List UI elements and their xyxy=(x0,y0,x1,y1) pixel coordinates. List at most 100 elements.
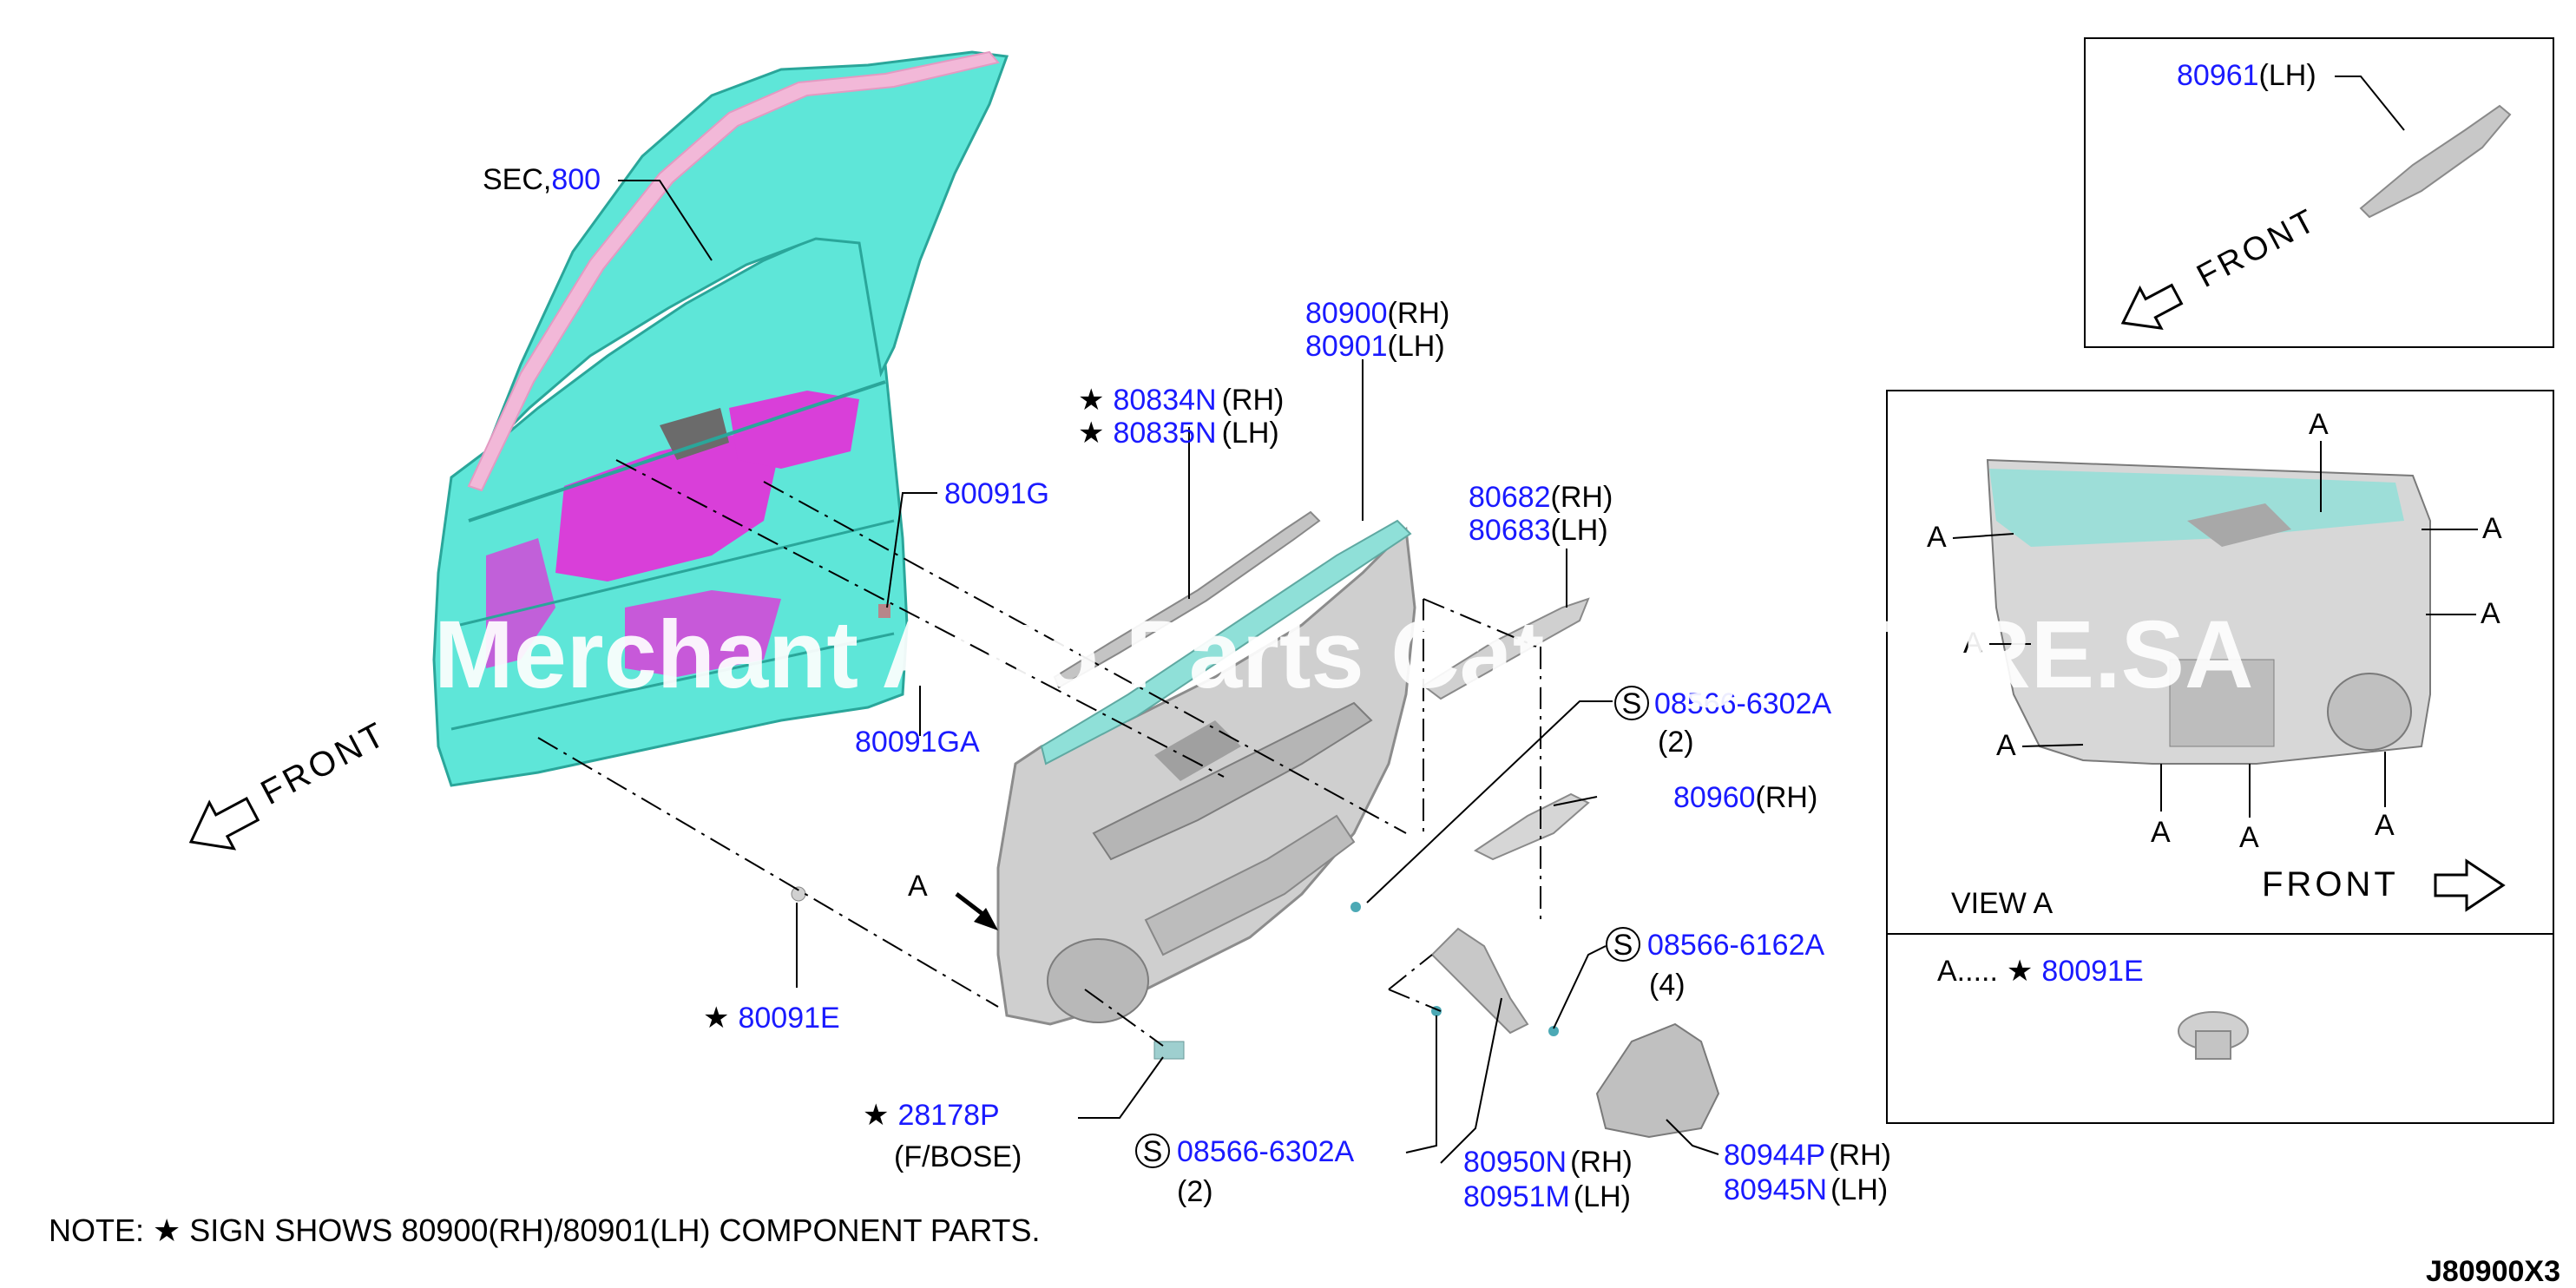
note-text: NOTE: ★ SIGN SHOWS 80900(RH)/80901(LH) C… xyxy=(49,1212,1041,1248)
view-a-markers: A A A A A A A A A xyxy=(1927,408,2502,854)
side-lh: (LH) xyxy=(1830,1173,1888,1206)
label-08566-6162A: 08566-6162A xyxy=(1647,929,1825,962)
label-80682: 80682(RH) xyxy=(1469,481,1613,514)
service-symbol-icon xyxy=(1606,927,1640,962)
part-80835N-link[interactable]: 80835N xyxy=(1113,417,1216,450)
front-arrow-main-icon xyxy=(188,797,260,851)
side-rh: (RH) xyxy=(1829,1139,1891,1172)
qty-08566-6302A-bottom: (2) xyxy=(1177,1175,1213,1208)
part-80944P-link[interactable]: 80944P xyxy=(1724,1139,1825,1172)
part-80091G-link[interactable]: 80091G xyxy=(944,477,1049,510)
front-arrow-inset-icon xyxy=(2120,283,2184,330)
label-28178P: ★28178P xyxy=(863,1099,1000,1132)
side-lh: (LH) xyxy=(1574,1180,1631,1213)
a-marker: A xyxy=(2375,809,2395,842)
part-80961-link[interactable]: 80961 xyxy=(2177,59,2259,92)
part-80683-link[interactable]: 80683 xyxy=(1469,514,1551,547)
view-a-shelf-shape xyxy=(1989,469,2404,547)
label-80091GA: 80091GA xyxy=(855,726,980,759)
side-lh: (LH) xyxy=(1222,417,1279,450)
view-a-box: A A A A A A A A A VIEW A FRONT A.....★80 xyxy=(1886,390,2554,1124)
part-80901-link[interactable]: 80901 xyxy=(1305,330,1388,363)
part-28178P-link[interactable]: 28178P xyxy=(897,1099,999,1132)
part-80960-link[interactable]: 80960 xyxy=(1673,781,1756,814)
leader-lines xyxy=(618,180,1719,1164)
label-80091G: 80091G xyxy=(944,477,1049,510)
label-80835N: ★80835N(LH) xyxy=(1078,417,1279,450)
front-label-inset: FRONT xyxy=(2192,201,2324,295)
legend-prefix: A..... xyxy=(1937,955,1998,988)
qty-08566-6302A-top: (2) xyxy=(1658,726,1694,759)
label-80945N: 80945N(LH) xyxy=(1724,1173,1888,1206)
label-80091E: ★ 80091E xyxy=(703,1002,840,1035)
side-lh: (LH) xyxy=(1551,514,1608,547)
star-icon: ★ xyxy=(703,1002,729,1035)
part-80900-link[interactable]: 80900 xyxy=(1305,297,1388,330)
front-arrow-view-icon xyxy=(2434,858,2506,912)
sec-800-link[interactable]: 800 xyxy=(551,163,601,196)
service-symbol-icon xyxy=(1135,1134,1170,1168)
front-label-view: FRONT xyxy=(2262,865,2399,904)
a-marker: A xyxy=(2151,816,2171,849)
star-icon: ★ xyxy=(2007,955,2033,988)
screw-right-shape xyxy=(1548,1026,1559,1036)
label-80951M: 80951M(LH) xyxy=(1463,1180,1631,1213)
watermark-text: Merchant Auto Parts Catalog STORE.SA xyxy=(434,601,2253,708)
legend-part-80091E-link[interactable]: 80091E xyxy=(2041,955,2143,988)
side-rh: (RH) xyxy=(1388,297,1450,330)
finisher-80682-shape xyxy=(1422,597,1590,700)
label-80961: 80961(LH) xyxy=(2177,59,2316,92)
side-lh: (LH) xyxy=(1388,330,1445,363)
part-08566-6302A-bottom-link[interactable]: 08566-6302A xyxy=(1177,1135,1355,1168)
side-rh: (RH) xyxy=(1756,781,1818,814)
view-a-pointer-arrow-icon xyxy=(955,892,998,930)
bracket-shape xyxy=(1430,927,1529,1035)
service-symbol-letter: S xyxy=(1613,929,1633,962)
service-symbol-letter: S xyxy=(1622,687,1642,720)
view-a-pocket-shape xyxy=(2169,659,2275,747)
label-80683: 80683(LH) xyxy=(1469,514,1608,547)
side-rh: (RH) xyxy=(1222,384,1285,417)
qty-08566-6162A: (4) xyxy=(1649,969,1686,1002)
a-marker: A xyxy=(1927,521,1947,554)
a-marker: A xyxy=(1963,627,1983,660)
part-80951M-link[interactable]: 80951M xyxy=(1463,1180,1570,1213)
part-80682-link[interactable]: 80682 xyxy=(1469,481,1551,514)
front-label-main: FRONT xyxy=(255,714,394,812)
side-lh: (LH) xyxy=(2259,59,2316,92)
part-08566-6302A-top-link[interactable]: 08566-6302A xyxy=(1654,687,1832,720)
label-08566-6302A-bottom: 08566-6302A xyxy=(1177,1135,1355,1168)
part-80950N-link[interactable]: 80950N xyxy=(1463,1146,1567,1179)
side-rh: (RH) xyxy=(1570,1146,1633,1179)
part-80091GA-link[interactable]: 80091GA xyxy=(855,726,980,759)
part-80945N-link[interactable]: 80945N xyxy=(1724,1173,1827,1206)
label-80900: 80900(RH) xyxy=(1305,297,1449,330)
side-rh: (RH) xyxy=(1551,481,1613,514)
weatherstrip-shape xyxy=(467,50,1000,492)
speaker-28178P-shape xyxy=(1153,1041,1185,1060)
diagram-id: J80900X3 xyxy=(2426,1255,2560,1288)
part-80091E-link[interactable]: 80091E xyxy=(738,1002,839,1035)
a-marker: A xyxy=(2482,512,2502,545)
service-symbol-letter: S xyxy=(1143,1135,1163,1168)
label-80834N: ★80834N(RH) xyxy=(1078,384,1284,417)
finisher-strip-shape xyxy=(1053,510,1321,689)
a-marker: A xyxy=(1996,729,2016,762)
label-80901: 80901(LH) xyxy=(1305,330,1445,363)
label-80944P: 80944P(RH) xyxy=(1724,1139,1891,1172)
sub-28178P: (F/BOSE) xyxy=(894,1140,1022,1173)
a-marker: A xyxy=(2481,597,2500,630)
label-80960: 80960(RH) xyxy=(1673,781,1817,814)
label-08566-6302A-top: 08566-6302A xyxy=(1654,687,1832,720)
view-a-pointer-label: A xyxy=(908,870,928,903)
star-icon: ★ xyxy=(863,1099,889,1132)
view-a-legend: A..... ★80091E xyxy=(1937,955,2144,988)
switch-finisher-80961-shape xyxy=(2359,104,2512,219)
a-marker: A xyxy=(2239,821,2259,854)
part-80834N-link[interactable]: 80834N xyxy=(1113,384,1216,417)
part-08566-6162A-link[interactable]: 08566-6162A xyxy=(1647,929,1825,962)
pull-handle-shape xyxy=(1595,1022,1720,1139)
view-a-speaker-shape xyxy=(2327,673,2412,751)
view-a-title: VIEW A xyxy=(1951,887,2053,920)
